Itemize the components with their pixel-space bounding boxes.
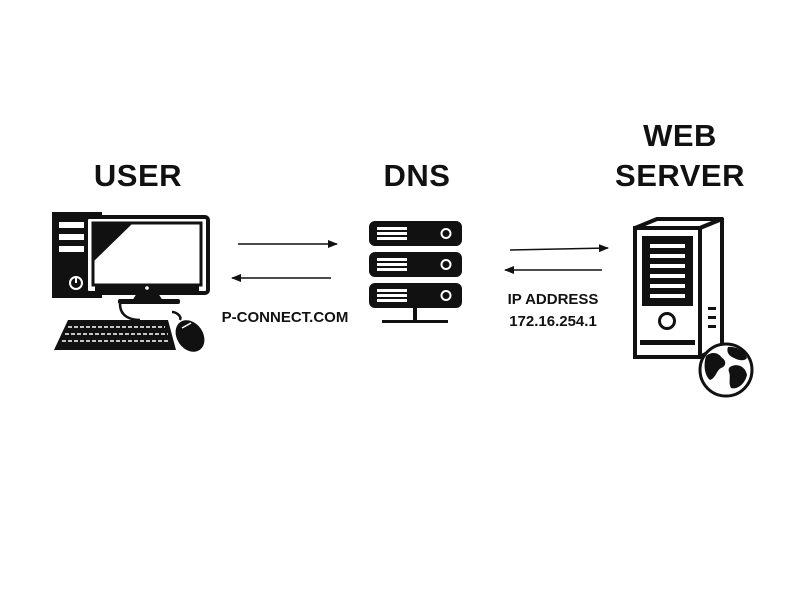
user-dns-label: P-CONNECT.COM — [221, 309, 349, 326]
web-server-title-line1: WEB — [643, 118, 717, 153]
mouse-icon — [171, 310, 205, 352]
keyboard-icon — [54, 303, 176, 350]
server-rack-icon — [369, 221, 462, 323]
user-title: USER — [93, 158, 183, 193]
arrow-dns-to-server — [509, 244, 609, 253]
globe-icon — [698, 342, 754, 398]
dns-title: DNS — [383, 158, 451, 193]
desktop-computer-icon — [52, 212, 210, 304]
server-tower-icon — [633, 217, 724, 359]
web-server-title-line2: SERVER — [615, 158, 745, 193]
dns-server-label-line2: 172.16.254.1 — [509, 313, 597, 330]
dns-server-label-line1: IP ADDRESS — [507, 291, 599, 308]
